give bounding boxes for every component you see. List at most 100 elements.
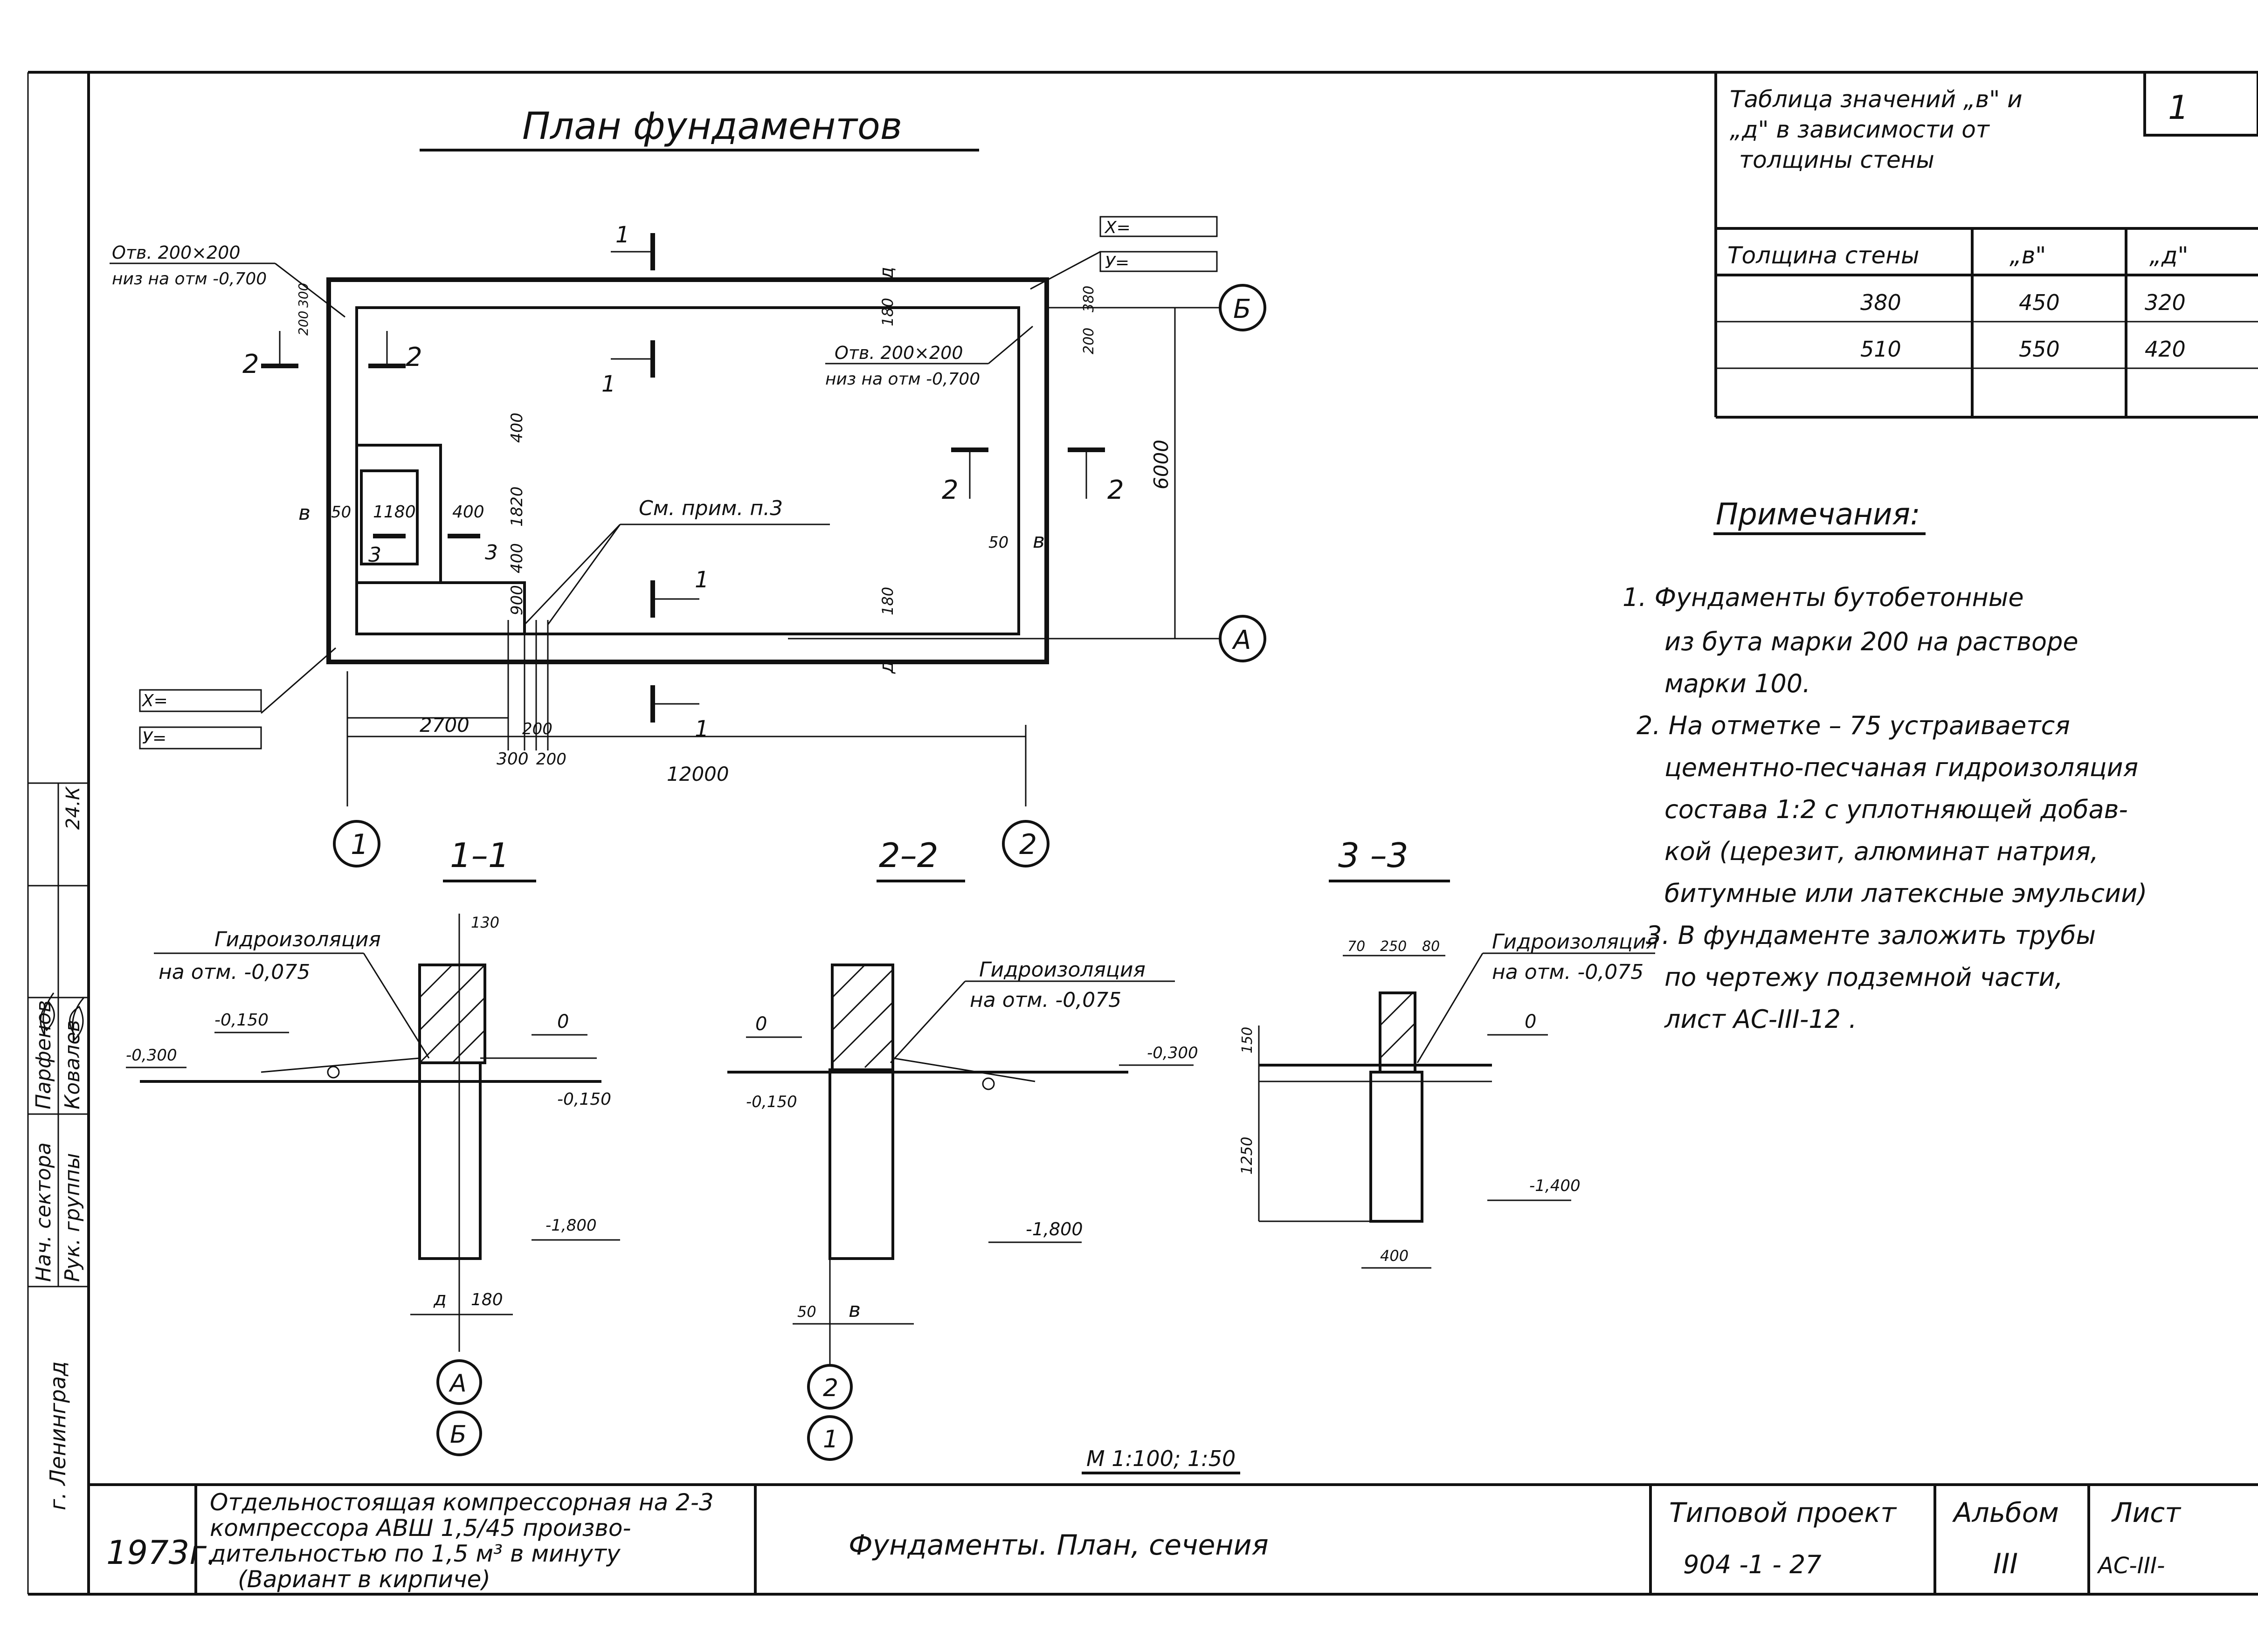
note-line-4: 2. На отметке – 75 устраивается — [1637, 711, 2070, 740]
section-3-3-hydro: Гидроизоляция — [1492, 930, 1658, 954]
sidebar-role-1: Нач. сектора — [32, 1143, 55, 1282]
section-1-1-m-1800: -1,800 — [546, 1216, 597, 1235]
table-row-1-c1: 380 — [1860, 290, 1901, 315]
section-2-2: 2–2 Гидроизоляция на отм. -0,075 0 -0,30… — [727, 836, 1198, 1461]
section-3-3-d-250: 250 — [1380, 938, 1407, 955]
section-1-1-title: 1–1 — [450, 836, 510, 875]
dim-300: 300 — [497, 750, 529, 769]
tb-year: 1973г. — [106, 1534, 217, 1572]
section-1-1-m-0300: -0,300 — [126, 1046, 177, 1065]
plan-title: План фундаментов — [522, 104, 902, 148]
dim-380: 380 — [1081, 286, 1097, 312]
dim-200b: 200 — [536, 750, 566, 769]
section-2-2-hydro: Гидроизоляция — [979, 958, 1146, 982]
dim-50a: 50 — [331, 503, 351, 522]
section-2-2-m-0: 0 — [755, 1013, 767, 1035]
signature-1 — [40, 992, 55, 1035]
section-1-1-d-130: 130 — [471, 914, 499, 931]
tb-description-4: (Вариант в кирпиче) — [238, 1566, 490, 1593]
axis-a-label: А — [1232, 625, 1251, 655]
section-1-1-axis-b: Б — [450, 1421, 467, 1449]
cut-1-mid: 1 — [601, 371, 616, 397]
dim-400b: 400 — [508, 413, 526, 443]
note-line-10: по чертежу подземной части, — [1664, 963, 2063, 992]
section-2-2-pipe — [982, 1077, 995, 1090]
cut-1-top: 1 — [615, 222, 630, 248]
sidebar-name-2: Ковалев — [61, 1020, 84, 1109]
section-2-2-m-1800: -1,800 — [1026, 1219, 1083, 1239]
section-1-1-m-0: 0 — [557, 1011, 569, 1032]
section-3-3-d-1250: 1250 — [1238, 1137, 1256, 1175]
section-1-1-axis-a: А — [449, 1370, 467, 1397]
tb-project-number: 904 -1 - 27 — [1683, 1550, 1822, 1579]
tb-description-3: дительностью по 1,5 м³ в минуту — [209, 1540, 621, 1567]
section-1-1-hydro-mark: на отм. -0,075 — [159, 960, 310, 984]
table-title-2: „д" в зависимости от — [1730, 116, 1990, 143]
note-line-5: цементно-песчаная гидроизоляция — [1664, 753, 2138, 782]
sheet-frame — [27, 71, 2258, 1596]
table-row-2-c3: 420 — [2145, 337, 2186, 362]
dim-400a: 400 — [452, 502, 484, 522]
axis-b-label: Б — [1233, 294, 1251, 324]
sidebar-role-2: Рук. группы — [61, 1153, 84, 1282]
section-2-2-hydro-mark: на отм. -0,075 — [970, 988, 1121, 1012]
cut-2-right-b: 2 — [1107, 475, 1124, 505]
note-line-11: лист АС-III-12 . — [1664, 1005, 1857, 1034]
section-1-1-m-0150a: -0,150 — [214, 1011, 269, 1030]
section-1-1-m-0150b: -0,150 — [557, 1090, 611, 1109]
section-2-2-axis-1: 1 — [823, 1425, 838, 1453]
table-title-3: толщины стены — [1739, 146, 1934, 173]
title-block: 1973г. Отдельностоящая компрессорная на … — [89, 1483, 2258, 1594]
letter-v-right: в — [1033, 529, 1045, 553]
section-3-3-wall-hatch — [1379, 992, 1416, 1059]
hole-right-mark: низ на отм -0,700 — [825, 370, 980, 389]
table-header-thickness: Толщина стены — [1727, 242, 1919, 269]
letter-d-bottom: д — [876, 661, 898, 674]
tb-album-number: III — [1993, 1548, 2018, 1580]
section-1-1-pipe — [327, 1066, 340, 1079]
table-header-v: „в" — [2009, 242, 2046, 269]
section-3-3: 3 –3 Гидроизоляция на отм. -0,075 0 -1,4… — [1238, 836, 1658, 1269]
tb-sheet-label: Лист — [2111, 1497, 2182, 1528]
section-1-1-wall-hatch — [419, 964, 486, 1064]
section-3-3-d-400: 400 — [1380, 1247, 1409, 1265]
note-line-3: марки 100. — [1664, 669, 1810, 698]
table-title-1: Таблица значений „в" и — [1730, 86, 2023, 113]
section-3-3-hydro-mark: на отм. -0,075 — [1492, 960, 1643, 984]
section-2-2-axis-2: 2 — [823, 1374, 838, 1402]
section-3-3-title: 3 –3 — [1338, 836, 1409, 875]
dim-6000: 6000 — [1150, 440, 1173, 489]
dim-180b: 180 — [879, 587, 897, 615]
note-line-1: 1. Фундаменты бутобетонные — [1623, 583, 2024, 612]
section-2-2-d-v: в — [849, 1298, 861, 1322]
cut-1-bottom: 1 — [695, 716, 709, 742]
section-3-3-d-70: 70 — [1347, 938, 1365, 955]
section-3-3-m-1400: -1,400 — [1529, 1177, 1581, 1195]
note-line-8: битумные или латексные эмульсии) — [1664, 879, 2147, 908]
dim-900: 900 — [508, 585, 526, 615]
tb-album-label: Альбом — [1952, 1497, 2059, 1528]
section-3-3-d-150: 150 — [1239, 1027, 1256, 1053]
note-line-2: из бута марки 200 на растворе — [1664, 627, 2078, 656]
tb-description-2: компрессора АВШ 1,5/45 произво- — [210, 1514, 631, 1542]
coord-y-top: У= — [1105, 253, 1129, 272]
letter-v-left: в — [298, 501, 311, 525]
section-3-3-d-80: 80 — [1422, 938, 1440, 955]
tb-sheet-number: АС-III- — [2097, 1553, 2165, 1579]
section-1-1-d-d: д — [433, 1288, 447, 1310]
sidebar-corner-code: 24.К — [62, 786, 84, 830]
dim-400c: 400 — [508, 543, 526, 573]
section-2-2-d-50: 50 — [797, 1303, 816, 1321]
sidebar: Нач. сектора Рук. группы Парфенов Ковале… — [28, 782, 89, 1510]
section-2-2-title: 2–2 — [879, 836, 939, 875]
table-header-d: „д" — [2149, 242, 2188, 269]
tb-project-label: Типовой проект — [1669, 1497, 1897, 1528]
sidebar-city: г. Ленинград — [45, 1361, 70, 1510]
note-line-9: 3. В фундаменте заложить трубы — [1646, 921, 2096, 950]
cut-3-left: 3 — [368, 543, 381, 567]
hole-left-label: Отв. 200×200 — [112, 242, 241, 263]
letter-d-top: д — [876, 267, 898, 280]
table-row-1-c2: 450 — [2019, 290, 2060, 315]
foundation-plan: 1 2 Б А 12000 2700 300 200 200 6000 1180… — [110, 216, 1266, 867]
